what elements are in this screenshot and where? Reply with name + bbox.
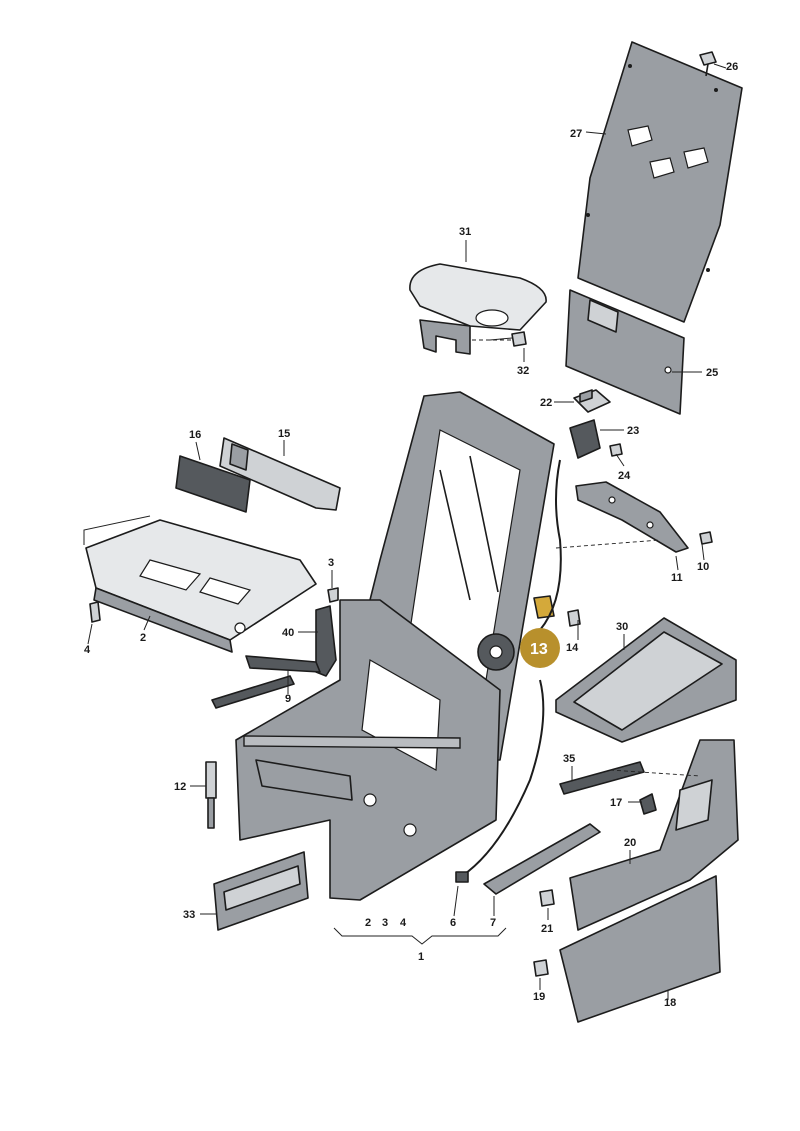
part-16-cover[interactable] xyxy=(175,455,251,513)
callout-7: 7 xyxy=(490,917,496,929)
part-17-knob[interactable] xyxy=(639,793,657,815)
part-3-bolt[interactable] xyxy=(327,587,339,603)
part-2-seat-pan-frame[interactable] xyxy=(83,515,317,653)
callout-3-upper: 3 xyxy=(328,557,334,569)
callout-14: 14 xyxy=(566,642,579,654)
part-35-lever[interactable] xyxy=(559,761,645,795)
callout-10: 10 xyxy=(697,561,709,573)
callout-4-lower: 4 xyxy=(400,917,407,929)
part-12-gas-spring[interactable] xyxy=(205,761,217,829)
callout-3-lower: 3 xyxy=(382,917,388,929)
part-1-main-frame[interactable] xyxy=(235,391,555,901)
callout-6: 6 xyxy=(450,917,456,929)
part-14-bolt[interactable] xyxy=(567,609,581,627)
callout-4-upper: 4 xyxy=(84,644,91,656)
callout-35: 35 xyxy=(563,753,575,765)
part-18-lower-trim[interactable] xyxy=(559,875,721,1023)
part-40-lever[interactable] xyxy=(315,605,337,677)
callout-17: 17 xyxy=(610,797,622,809)
callout-19: 19 xyxy=(533,991,545,1003)
callout-26: 26 xyxy=(726,61,738,73)
part-31-cover-tray[interactable] xyxy=(409,263,547,355)
callout-12: 12 xyxy=(174,781,186,793)
callout-21: 21 xyxy=(541,923,553,935)
part-15-holder[interactable] xyxy=(219,437,341,511)
callout-24: 24 xyxy=(618,470,631,482)
callout-1: 1 xyxy=(418,951,424,963)
part-32-screw[interactable] xyxy=(511,331,527,347)
callout-31: 31 xyxy=(459,226,471,238)
part-7-cable-bracket[interactable] xyxy=(483,459,601,895)
part-22-clip[interactable] xyxy=(573,389,611,413)
part-24-screw[interactable] xyxy=(609,443,623,457)
part-6-wiring[interactable] xyxy=(455,679,545,883)
callout-27: 27 xyxy=(570,128,582,140)
callout-13-highlight[interactable] xyxy=(520,628,560,668)
callout-30: 30 xyxy=(616,621,628,633)
callout-23: 23 xyxy=(627,425,639,437)
callout-11: 11 xyxy=(671,572,683,584)
callout-15: 15 xyxy=(278,428,290,440)
part-33-rail-bracket[interactable] xyxy=(213,851,309,931)
callout-25: 25 xyxy=(706,367,718,379)
callout-33: 33 xyxy=(183,909,195,921)
part-11-hinge-bracket[interactable] xyxy=(575,481,689,553)
part-20-side-trim[interactable] xyxy=(569,739,739,931)
callout-40: 40 xyxy=(282,627,294,639)
part-30-storage-tray[interactable] xyxy=(555,617,737,743)
part-26-clip[interactable] xyxy=(699,51,717,77)
part-27-rear-panel[interactable] xyxy=(577,41,743,323)
callout-13[interactable]: 13 xyxy=(530,641,548,658)
callout-2-lower: 2 xyxy=(365,917,371,929)
part-23-latch[interactable] xyxy=(569,419,601,459)
callout-2-upper: 2 xyxy=(140,632,146,644)
part-21-screw[interactable] xyxy=(539,889,555,907)
part-19-screw[interactable] xyxy=(533,959,549,977)
callout-9: 9 xyxy=(285,693,291,705)
callout-16: 16 xyxy=(189,429,201,441)
callout-18: 18 xyxy=(664,997,676,1009)
part-13-sensor[interactable] xyxy=(533,595,555,619)
part-9-handle[interactable] xyxy=(211,655,321,709)
part-4-bolt[interactable] xyxy=(89,601,101,623)
callout-20: 20 xyxy=(624,837,636,849)
callout-22: 22 xyxy=(540,397,552,409)
part-25-lower-bracket[interactable] xyxy=(565,289,685,415)
callout-32: 32 xyxy=(517,365,529,377)
part-10-screw[interactable] xyxy=(699,531,713,545)
